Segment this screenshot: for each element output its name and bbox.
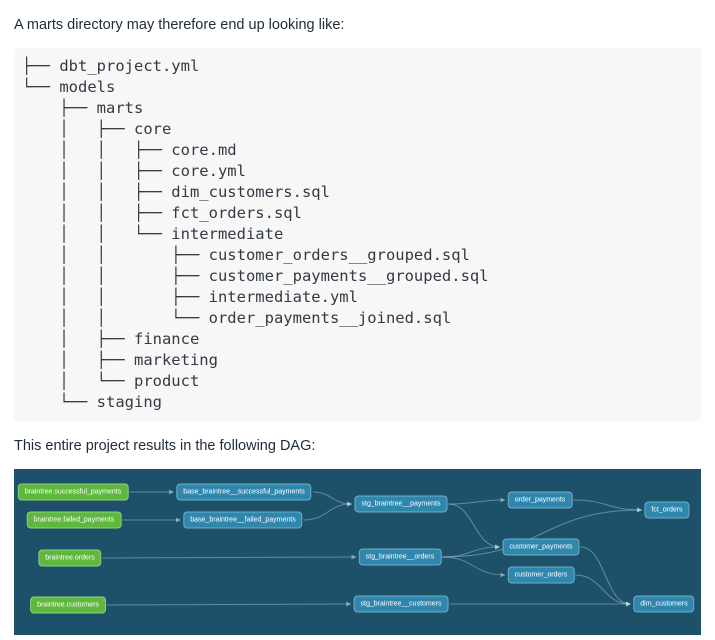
dag-edges xyxy=(102,489,643,607)
dag-edge-base-braintree-failed-payments--stg-braintree-payments xyxy=(303,501,353,521)
dag-edge-customer-orders--dim-customers xyxy=(575,574,631,607)
directory-tree: ├── dbt_project.yml └── models ├── marts… xyxy=(22,57,489,411)
dag-edge-stg-braintree-orders--customer-payments xyxy=(442,544,501,558)
dag-edge-braintree-orders--stg-braintree-orders xyxy=(102,554,357,560)
dag-node-braintree-successful-payments: braintree.successful_payments xyxy=(17,483,129,501)
dag-edge-stg-braintree-orders--fct-orders xyxy=(442,507,643,558)
dag-node-stg-braintree-customers: stg_braintree__customers xyxy=(353,595,449,613)
dag-edge-braintree-customers--stg-braintree-customers xyxy=(106,601,352,607)
dag-node-customer-payments: customer_payments xyxy=(502,538,580,556)
dag-edge-stg-braintree-orders--customer-orders xyxy=(442,556,506,578)
dag-edge-stg-braintree-payments--order-payments xyxy=(448,497,506,505)
dag-node-braintree-customers: braintree.customers xyxy=(30,596,106,614)
dag-node-braintree-failed-payments: braintree.failed_payments xyxy=(26,511,122,529)
dag-node-customer-orders: customer_orders xyxy=(507,566,575,584)
dag-node-base-braintree-failed-payments: base_braintree__failed_payments xyxy=(183,511,303,529)
intro-paragraph: A marts directory may therefore end up l… xyxy=(14,17,345,33)
dag-figure: braintree.successful_payments base_braint… xyxy=(14,469,701,635)
dag-node-order-payments: order_payments xyxy=(507,491,573,509)
dag-edge-customer-payments--dim-customers xyxy=(580,546,631,607)
dag-edge-stg-braintree-payments--customer-payments xyxy=(448,503,501,550)
dag-edge-order-payments--fct-orders xyxy=(573,499,643,513)
dag-node-dim-customers: dim_customers xyxy=(633,595,695,613)
code-block: ├── dbt_project.yml └── models ├── marts… xyxy=(14,48,701,421)
dag-node-fct-orders: fct_orders xyxy=(644,501,690,519)
dag-node-stg-braintree-payments: stg_braintree__payments xyxy=(354,495,448,513)
dag-node-braintree-orders: braintree.orders xyxy=(38,549,102,567)
dag-intro-paragraph: This entire project results in the follo… xyxy=(14,438,316,454)
dag-node-base-braintree-successful-payments: base_braintree__successful_payments xyxy=(176,483,312,501)
dag-edge-base-braintree-successful-payments--stg-braintree-payments xyxy=(312,491,353,507)
dag-node-stg-braintree-orders: stg_braintree__orders xyxy=(358,548,442,566)
